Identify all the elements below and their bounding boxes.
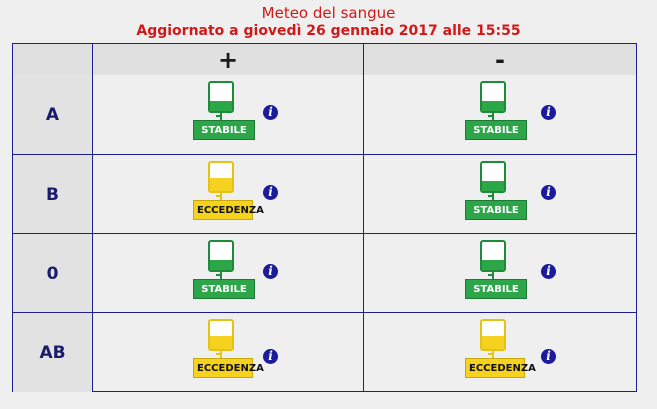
blood-bag-icon — [480, 81, 506, 113]
blood-bag-icon — [480, 240, 506, 272]
header-rh-positive: + — [93, 44, 364, 75]
blood-bag-icon — [208, 319, 234, 351]
blood-bag-icon — [208, 161, 234, 193]
info-icon[interactable]: i — [263, 264, 278, 279]
rh-positive-label: + — [217, 45, 239, 74]
status-badge: STABILE — [465, 200, 527, 220]
status-badge: ECCEDENZA — [193, 358, 264, 378]
blood-group-cell: A — [13, 75, 93, 154]
status-badge: STABILE — [465, 279, 527, 299]
blood-bag-icon — [208, 81, 234, 113]
blood-bag-fill — [482, 181, 504, 191]
blood-bag-tube-branch — [488, 353, 493, 355]
blood-bag-tube-branch — [488, 195, 493, 197]
blood-bag-tube-branch — [488, 274, 493, 276]
status-indicator: STABILE i — [193, 240, 278, 306]
header-rh-negative: - — [364, 44, 636, 75]
blood-bag-fill — [210, 178, 232, 191]
blood-bag-tube — [220, 271, 222, 279]
blood-bag-icon — [480, 319, 506, 351]
status-cell: STABILE i — [364, 155, 636, 234]
table-header-row: + - — [13, 44, 636, 75]
blood-bag-tube — [220, 350, 222, 358]
status-indicator: STABILE i — [465, 240, 556, 306]
blood-bag-tube-branch — [216, 353, 221, 355]
status-cell: STABILE i — [364, 234, 636, 313]
status-indicator: STABILE i — [465, 161, 556, 227]
status-indicator: ECCEDENZA i — [465, 319, 556, 385]
blood-bag-icon — [208, 240, 234, 272]
page-title: Meteo del sangue — [261, 4, 396, 22]
blood-group-label: B — [46, 184, 59, 205]
rh-negative-label: - — [495, 45, 505, 74]
blood-bag-fill — [482, 101, 504, 111]
blood-bag-fill — [210, 260, 232, 270]
blood-group-label: 0 — [46, 263, 59, 284]
info-icon[interactable]: i — [541, 105, 556, 120]
info-icon[interactable]: i — [263, 349, 278, 364]
blood-bag-tube-branch — [216, 115, 221, 117]
status-badge: STABILE — [465, 120, 527, 140]
status-cell: STABILE i — [93, 75, 364, 154]
blood-bag-tube-branch — [216, 195, 221, 197]
info-icon[interactable]: i — [541, 264, 556, 279]
status-badge: STABILE — [193, 120, 255, 140]
status-badge: STABILE — [193, 279, 255, 299]
blood-group-cell: AB — [13, 313, 93, 392]
status-badge: ECCEDENZA — [193, 200, 264, 220]
blood-bag-fill — [210, 101, 232, 111]
blood-bag-tube — [220, 112, 222, 120]
blood-bag-tube — [492, 350, 494, 358]
blood-bag-tube — [492, 112, 494, 120]
info-icon[interactable]: i — [541, 349, 556, 364]
blood-bag-tube-branch — [488, 115, 493, 117]
status-indicator: STABILE i — [193, 81, 278, 147]
blood-bag-icon — [480, 161, 506, 193]
status-indicator: STABILE i — [465, 81, 556, 147]
blood-group-label: AB — [39, 342, 66, 363]
blood-group-cell: B — [13, 155, 93, 234]
info-icon[interactable]: i — [263, 105, 278, 120]
blood-bag-tube — [492, 192, 494, 200]
status-badge: ECCEDENZA — [465, 358, 536, 378]
status-cell: ECCEDENZA i — [364, 313, 636, 392]
info-icon[interactable]: i — [263, 185, 278, 200]
blood-bag-fill — [482, 336, 504, 349]
blood-bag-tube — [492, 271, 494, 279]
blood-group-cell: 0 — [13, 234, 93, 313]
blood-bag-fill — [210, 336, 232, 349]
last-updated-text: Aggiornato a giovedì 26 gennaio 2017 all… — [136, 23, 521, 39]
status-cell: STABILE i — [364, 75, 636, 154]
info-icon[interactable]: i — [541, 185, 556, 200]
status-cell: STABILE i — [93, 234, 364, 313]
blood-bag-fill — [482, 260, 504, 270]
blood-bag-tube — [220, 192, 222, 200]
blood-group-label: A — [45, 104, 60, 125]
header-corner-cell — [13, 44, 93, 75]
blood-bag-tube-branch — [216, 274, 221, 276]
